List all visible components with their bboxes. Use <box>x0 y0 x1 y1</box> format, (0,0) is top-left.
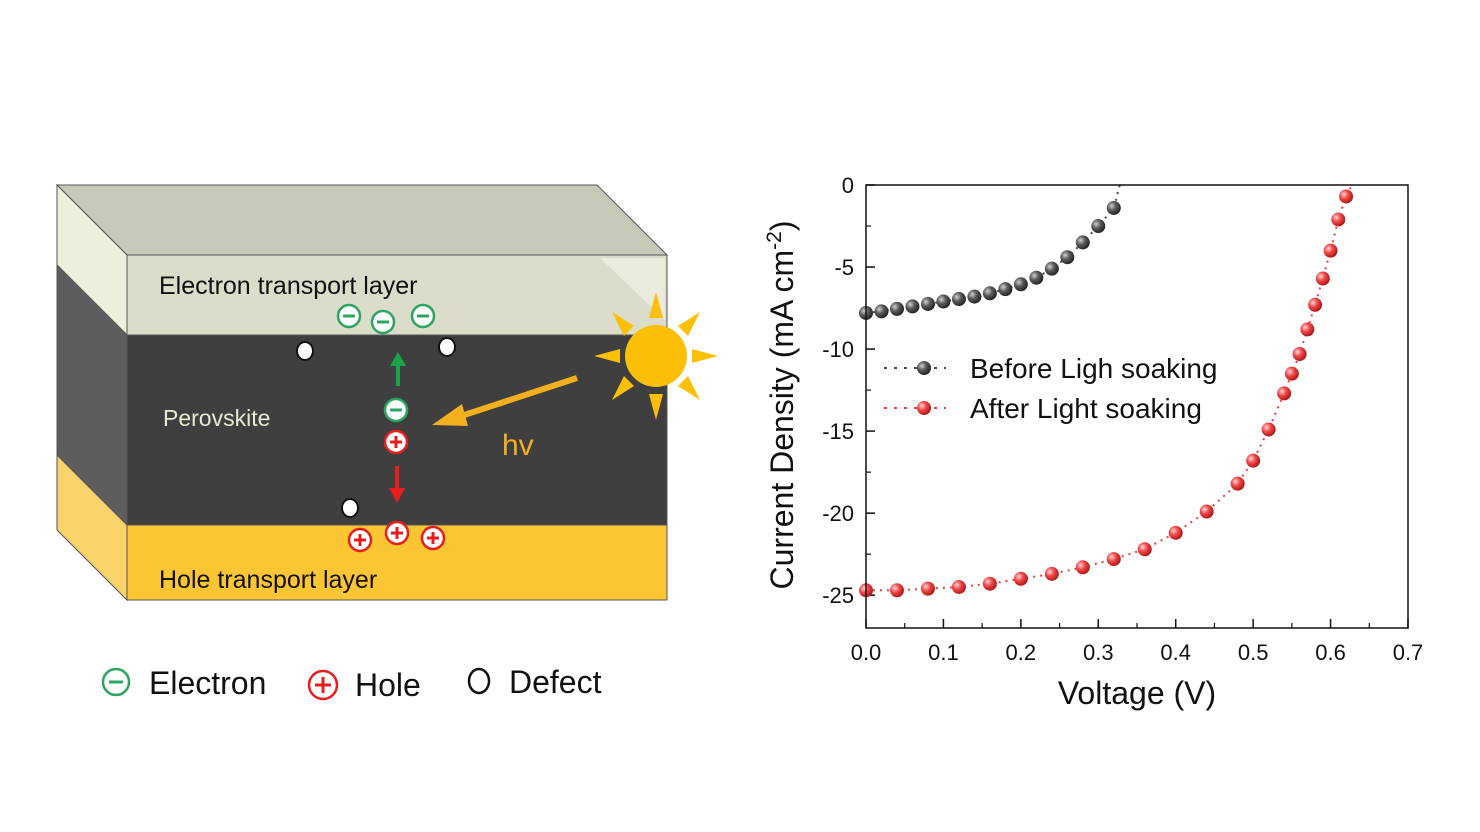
etl-highlight <box>600 258 665 320</box>
data-point <box>1106 200 1121 215</box>
hole-particle <box>420 525 446 551</box>
data-point <box>1261 422 1276 437</box>
hole-particle <box>347 527 373 553</box>
legend-defect-label: Defect <box>509 664 602 700</box>
legend-hole-label: Hole <box>355 667 421 703</box>
y-tick-label: -25 <box>822 583 854 608</box>
defect-dot <box>341 498 359 518</box>
legend-label: Before Ligh soaking <box>970 353 1218 384</box>
electron-particle <box>383 397 409 423</box>
data-point <box>1013 277 1028 292</box>
data-point <box>1246 453 1261 468</box>
data-point <box>936 294 951 309</box>
light-arrow <box>432 375 578 426</box>
etl-front-face <box>126 254 668 336</box>
data-point <box>1044 566 1059 581</box>
y-tick-label: -15 <box>822 419 854 444</box>
x-tick-label: 0.7 <box>1393 640 1424 665</box>
data-point <box>889 583 904 598</box>
data-point <box>1277 386 1292 401</box>
x-tick-label: 0.3 <box>1083 640 1114 665</box>
data-point <box>1044 261 1059 276</box>
device-schematic: Electron transport layer Perovskite Hole… <box>55 183 718 703</box>
data-point <box>1331 212 1346 227</box>
data-point <box>874 304 889 319</box>
defect-dot <box>438 337 456 357</box>
legend-marker <box>917 401 931 415</box>
plot-frame <box>865 184 1409 629</box>
data-point <box>1060 250 1075 265</box>
electron-particle <box>336 303 362 329</box>
data-point <box>920 296 935 311</box>
legend-electron-label: Electron <box>149 665 266 701</box>
y-axis-title: Current Density (mA cm-2) <box>763 221 800 590</box>
legend-marker <box>917 361 931 375</box>
hole-particle <box>384 520 410 546</box>
y-tick-label: -10 <box>822 337 854 362</box>
data-point <box>951 292 966 307</box>
data-point <box>1168 525 1183 540</box>
data-point <box>1199 504 1214 519</box>
data-point <box>920 581 935 596</box>
x-tick-label: 0.5 <box>1238 640 1269 665</box>
data-point <box>905 299 920 314</box>
data-point <box>982 576 997 591</box>
data-point <box>1230 476 1245 491</box>
legend-defect-icon <box>467 667 491 695</box>
data-point <box>967 289 982 304</box>
data-point <box>1284 366 1299 381</box>
y-axis-title-main: Current Density (mA cm <box>764 250 800 590</box>
electron-particle <box>370 309 396 335</box>
x-tick-label: 0.6 <box>1315 640 1346 665</box>
series-fit-line <box>865 184 1121 314</box>
chart-series-layer <box>859 184 1354 598</box>
x-tick-label: 0.0 <box>851 640 882 665</box>
data-point <box>1075 235 1090 250</box>
data-point <box>982 286 997 301</box>
data-point <box>1029 270 1044 285</box>
electron-drift-arrow <box>390 352 406 386</box>
data-point <box>1013 571 1028 586</box>
perovskite-label: Perovskite <box>163 405 270 431</box>
defect-dot <box>296 341 314 361</box>
data-point <box>1292 346 1307 361</box>
data-point <box>1308 297 1323 312</box>
data-point <box>1315 271 1330 286</box>
y-tick-label: -20 <box>822 501 854 526</box>
data-point <box>889 301 904 316</box>
series-fit-line <box>866 184 1353 592</box>
data-point <box>1091 219 1106 234</box>
data-point <box>1300 322 1315 337</box>
x-axis-title: Voltage (V) <box>1058 675 1216 711</box>
data-point <box>1137 542 1152 557</box>
legend-hole-icon <box>307 669 339 701</box>
etl-label: Electron transport layer <box>159 272 417 300</box>
data-point <box>1075 560 1090 575</box>
y-axis-title-close: ) <box>764 221 800 232</box>
electron-particle <box>410 303 436 329</box>
legend-label: After Light soaking <box>970 393 1202 424</box>
data-point <box>1339 189 1354 204</box>
sun-icon <box>594 292 718 420</box>
hole-particle <box>383 429 409 455</box>
y-axis-title-sup: -2 <box>763 231 786 250</box>
data-point <box>1106 552 1121 567</box>
y-tick-label: -5 <box>834 255 854 280</box>
htl-label: Hole transport layer <box>159 566 377 594</box>
light-label: hv <box>502 429 534 462</box>
y-tick-label: 0 <box>842 173 854 198</box>
data-point <box>998 282 1013 297</box>
chart-tick-labels: 0.0 0.1 0.2 0.3 0.4 0.5 0.6 0.7 0 -5 -10 -15 -20 -25 <box>822 173 1423 665</box>
legend-electron-icon <box>101 667 131 697</box>
data-point <box>951 579 966 594</box>
x-tick-label: 0.1 <box>928 640 959 665</box>
hole-drift-arrow <box>389 466 405 503</box>
x-tick-label: 0.4 <box>1160 640 1191 665</box>
data-point <box>1323 243 1338 258</box>
x-tick-label: 0.2 <box>1006 640 1037 665</box>
